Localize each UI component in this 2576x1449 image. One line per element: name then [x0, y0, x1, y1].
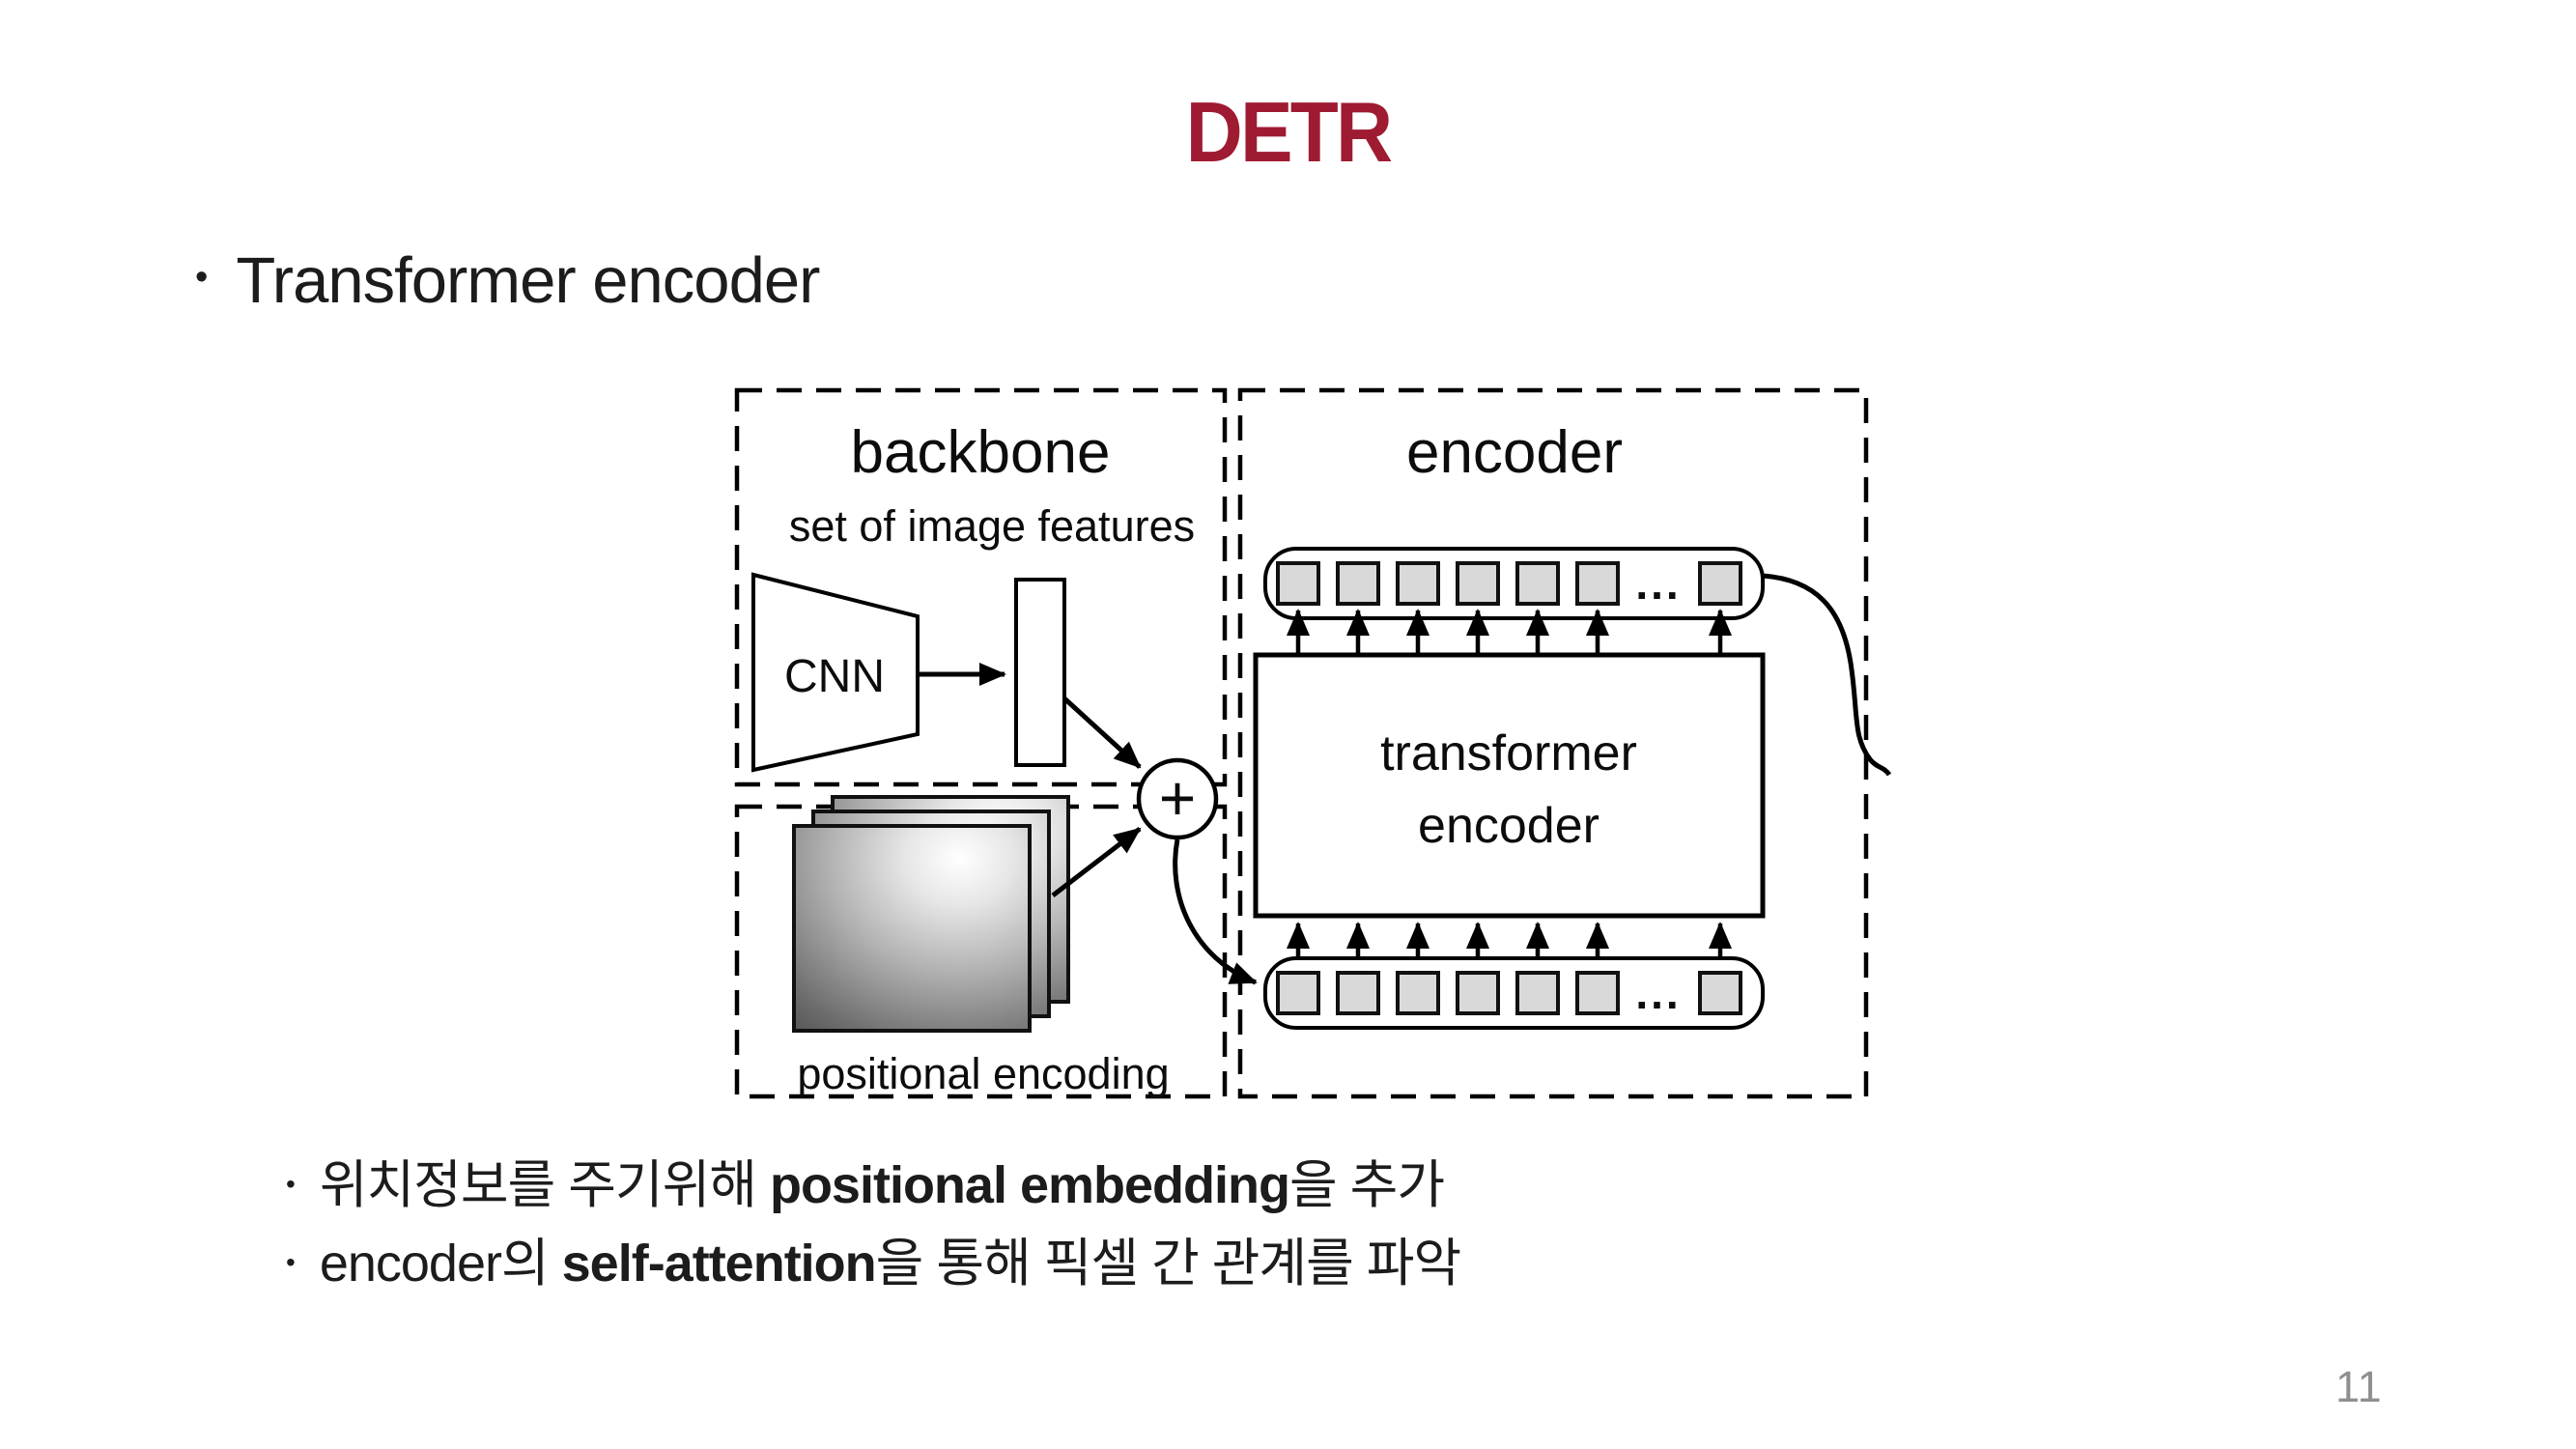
sub-bullet-text: 위치정보를 주기위해 — [319, 1156, 770, 1214]
features-to-plus-arrow — [1062, 696, 1142, 769]
bullet-text: Transformer encoder — [236, 244, 820, 317]
backbone-box — [734, 387, 1228, 787]
page-number: 11 — [2335, 1362, 2383, 1411]
feature-column — [1014, 578, 1066, 767]
bullet-dot-icon: • — [195, 257, 208, 298]
positional-to-plus-arrow — [1051, 827, 1142, 897]
encoder-label: encoder — [1406, 419, 1623, 486]
sub-bullet-positional-embedding: • 위치정보를 주기위해 positional embedding을 추가 — [286, 1146, 1460, 1224]
transformer-label-line2: encoder — [1418, 798, 1599, 854]
token-square — [1276, 971, 1320, 1015]
token-square — [1396, 561, 1440, 606]
encoder-output-row — [1263, 547, 1765, 620]
input-to-box-arrows — [1287, 922, 1732, 958]
backbone-label: backbone — [851, 419, 1111, 486]
box-to-output-arrows — [1287, 609, 1732, 655]
sub-bullet-self-attention: • encoder의 self-attention을 통해 픽셀 간 관계를 파악 — [286, 1224, 1461, 1302]
plus-sign: + — [1159, 762, 1197, 834]
sub-bullet-list: • 위치정보를 주기위해 positional embedding을 추가 • en… — [286, 1146, 1461, 1302]
cnn-trapezoid — [751, 572, 920, 773]
token-square — [1515, 971, 1560, 1015]
sub-bullet-text: encoder의 — [319, 1235, 562, 1293]
token-square — [1698, 561, 1742, 606]
architecture-figure-svg: backbone set of image features encoder p… — [734, 387, 1892, 1099]
cnn-label: CNN — [784, 651, 885, 702]
page-title: DETR — [1185, 84, 1393, 180]
detr-architecture-diagram: backbone set of image features encoder p… — [715, 377, 1941, 1140]
token-square — [1396, 971, 1440, 1015]
encoder-input-tokens — [1276, 971, 1742, 1015]
token-square — [1515, 561, 1560, 606]
plus-circle — [1136, 757, 1219, 840]
sub-bullet-bold-text: self-attention — [561, 1235, 877, 1293]
positional-map-front — [792, 824, 1032, 1033]
encoder-box — [1237, 387, 1869, 1099]
encoder-output-curve — [1762, 573, 1892, 777]
token-square — [1575, 971, 1620, 1015]
sub-bullet-text: 을 추가 — [1288, 1156, 1445, 1214]
top-row-ellipsis: ... — [1635, 558, 1681, 609]
token-square — [1336, 971, 1380, 1015]
token-square — [1336, 561, 1380, 606]
token-square — [1575, 561, 1620, 606]
token-square — [1456, 561, 1500, 606]
token-square — [1276, 561, 1320, 606]
bottom-row-ellipsis: ... — [1635, 968, 1681, 1018]
sub-bullet-text: 을 통해 픽셀 간 관계를 파악 — [875, 1235, 1461, 1293]
image-features-label: set of image features — [789, 501, 1195, 551]
encoder-input-row — [1263, 956, 1765, 1030]
plus-to-tokens-curve — [1173, 838, 1258, 985]
encoder-output-tokens — [1276, 561, 1742, 606]
positional-encoding-maps — [792, 795, 1070, 1033]
bullet-dot-icon: • — [286, 1247, 296, 1277]
positional-encoding-label: positional encoding — [797, 1049, 1169, 1098]
bullet-transformer-encoder: • Transformer encoder — [195, 243, 820, 318]
token-square — [1456, 971, 1500, 1015]
transformer-encoder-box — [1253, 652, 1766, 919]
transformer-label-line1: transformer — [1380, 725, 1637, 781]
token-square — [1698, 971, 1742, 1015]
sub-bullet-bold-text: positional embedding — [769, 1156, 1290, 1214]
bullet-dot-icon: • — [286, 1169, 296, 1199]
